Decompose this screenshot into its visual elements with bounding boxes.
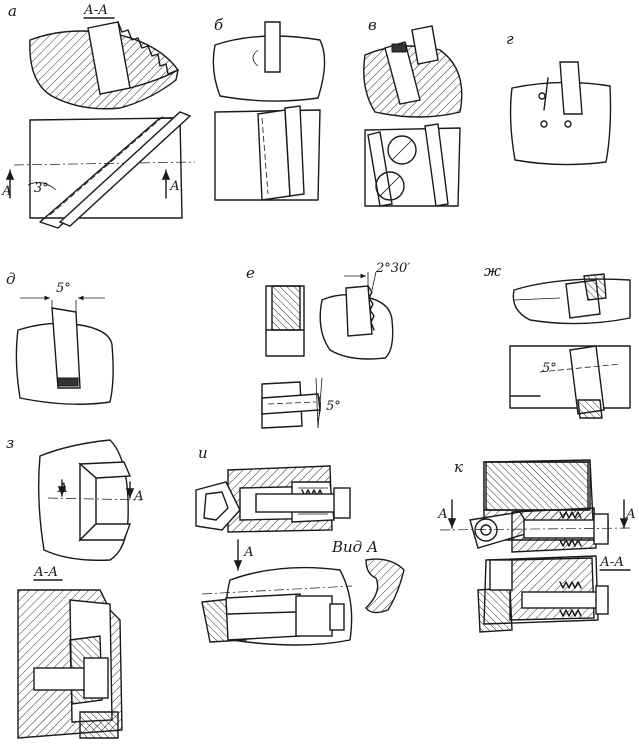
figure-zh: ж 5° (484, 262, 631, 419)
figure-v-label: в (368, 16, 377, 34)
figure-b: б (212, 16, 326, 201)
figure-z-label: з (6, 434, 14, 452)
figure-z: з А А А-А (6, 434, 144, 739)
figure-z-section-label: А-А (33, 565, 58, 580)
figure-g: г (506, 30, 612, 166)
figure-i-label: и (198, 444, 208, 462)
figure-k-label: к (454, 458, 463, 476)
figure-i-arrow: А (243, 545, 254, 560)
figure-a-angle: 3° (34, 181, 49, 196)
figure-v: в (363, 16, 463, 207)
figure-i: и А Вид А (195, 444, 405, 646)
figure-zh-label: ж (484, 262, 501, 280)
figure-a-arrow-left: А (1, 184, 12, 199)
figure-e-angle-top: 2°30′ (375, 261, 410, 276)
figure-e-angle-bottom: 5° (326, 399, 341, 414)
figure-d-angle: 5° (56, 281, 71, 296)
figure-a-arrow-right: А (169, 179, 180, 194)
figure-e-label: е (246, 264, 255, 282)
figure-k-arrow-left: А (437, 507, 448, 522)
figure-k-section-label: А-А (599, 555, 624, 570)
figure-k-arrow-right: А (625, 507, 636, 522)
figure-a-label: а (8, 2, 17, 20)
figure-i-view-label: Вид А (331, 538, 378, 556)
figure-a: а А-А А А 3° (1, 2, 196, 229)
figure-e: е 2°30′ 5° (246, 261, 410, 429)
figure-b-label: б (214, 16, 224, 34)
figure-k: к А А А-А (437, 458, 636, 633)
figure-z-arrow-right: А (133, 489, 144, 504)
figure-g-label: г (506, 30, 514, 48)
figure-d-label: д (6, 270, 16, 288)
figure-z-arrow-left: А (57, 481, 68, 496)
figure-a-section-label: А-А (83, 3, 108, 18)
figure-zh-angle: 5° (542, 361, 557, 376)
figure-d: д 5° (6, 270, 114, 405)
